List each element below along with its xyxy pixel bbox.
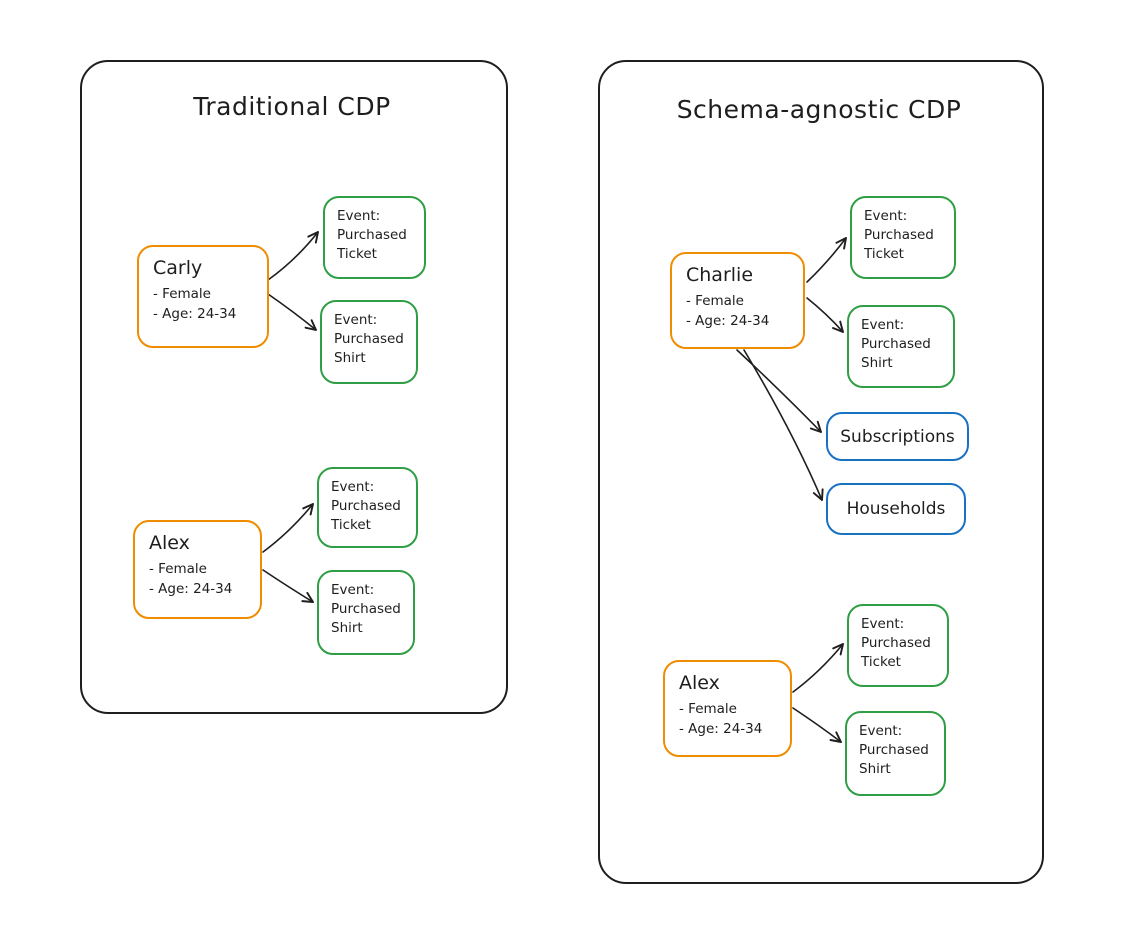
person-node-alex-left: Alex - Female - Age: 24-34 <box>133 520 262 619</box>
person-attr: - Female <box>686 293 744 309</box>
event-label: Event: Purchased Ticket <box>864 208 934 262</box>
event-label: Event: Purchased Ticket <box>861 616 931 670</box>
person-node-alex-right: Alex - Female - Age: 24-34 <box>663 660 792 757</box>
event-label: Event: Purchased Shirt <box>861 317 931 371</box>
event-node-charlie-ticket: Event: Purchased Ticket <box>850 196 956 279</box>
person-name: Charlie <box>686 264 754 286</box>
person-name: Alex <box>679 672 720 694</box>
event-node-alex-ticket-right: Event: Purchased Ticket <box>847 604 949 687</box>
event-node-alex-ticket-left: Event: Purchased Ticket <box>317 467 418 548</box>
schema-agnostic-cdp-title: Schema-agnostic CDP <box>676 95 962 124</box>
person-name: Carly <box>153 257 203 279</box>
person-attr: - Age: 24-34 <box>679 720 763 737</box>
traditional-cdp-panel <box>80 60 508 714</box>
entity-label: Subscriptions <box>840 426 955 447</box>
person-node-carly: Carly - Female - Age: 24-34 <box>137 245 269 348</box>
event-node-alex-shirt-left: Event: Purchased Shirt <box>317 570 415 655</box>
event-label: Event: Purchased Shirt <box>331 582 401 636</box>
event-label: Event: Purchased Ticket <box>337 208 407 262</box>
entity-node-households: Households <box>826 483 966 535</box>
event-label: Event: Purchased Shirt <box>334 312 404 366</box>
person-attr: - Age: 24-34 <box>149 580 233 597</box>
event-node-carly-ticket: Event: Purchased Ticket <box>323 196 426 279</box>
schema-agnostic-cdp-panel <box>598 60 1044 884</box>
event-label: Event: Purchased Ticket <box>331 479 401 533</box>
traditional-cdp-title: Traditional CDP <box>193 92 391 121</box>
person-attr: - Age: 24-34 <box>686 312 770 329</box>
entity-label: Households <box>846 499 946 519</box>
event-node-charlie-shirt: Event: Purchased Shirt <box>847 305 955 388</box>
event-node-carly-shirt: Event: Purchased Shirt <box>320 300 418 384</box>
event-node-alex-shirt-right: Event: Purchased Shirt <box>845 711 946 796</box>
event-label: Event: Purchased Shirt <box>859 723 929 777</box>
person-node-charlie: Charlie - Female - Age: 24-34 <box>670 252 805 349</box>
person-attr: - Female <box>679 701 737 717</box>
person-attr: - Age: 24-34 <box>153 305 237 322</box>
entity-node-subscriptions: Subscriptions <box>826 412 969 461</box>
person-attr: - Female <box>149 561 207 577</box>
person-attr: - Female <box>153 286 211 302</box>
person-name: Alex <box>149 532 190 554</box>
